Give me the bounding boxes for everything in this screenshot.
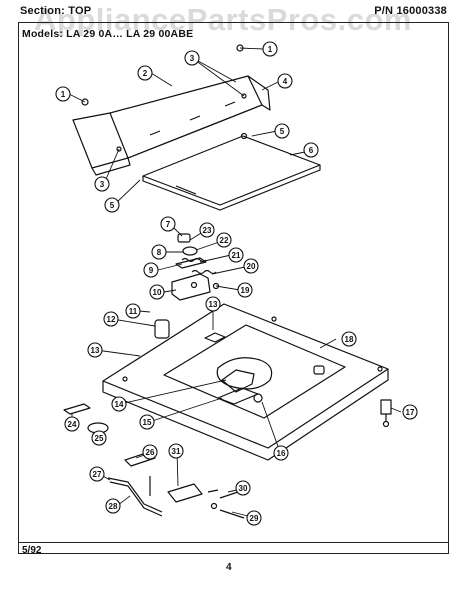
callout-label: 5 [280, 127, 285, 136]
callout-label: 2 [143, 69, 148, 78]
callout-22: 22 [216, 232, 232, 248]
callout-label: 8 [157, 248, 162, 257]
callout-label: 9 [149, 266, 154, 275]
callout-14: 14 [111, 396, 127, 412]
callout-label: 1 [268, 45, 273, 54]
part-number: P/N 16000338 [374, 5, 447, 17]
callout-3: 3 [184, 50, 200, 66]
callout-label: 4 [283, 77, 288, 86]
callout-5: 5 [274, 123, 290, 139]
callout-10: 10 [149, 284, 165, 300]
callout-31: 31 [168, 443, 184, 459]
callout-label: 5 [110, 201, 115, 210]
callout-label: 7 [166, 220, 171, 229]
washer-lid [142, 132, 321, 211]
callout-numbers: 1123345567891011121313141516171819202122… [55, 41, 418, 526]
callout-label: 25 [95, 434, 104, 443]
callout-2: 2 [137, 65, 153, 81]
callout-20: 20 [243, 258, 259, 274]
callout-28: 28 [105, 498, 121, 514]
callout-label: 10 [153, 288, 162, 297]
callout-12: 12 [103, 311, 119, 327]
callout-label: 31 [172, 447, 181, 456]
leader-lines [68, 47, 402, 517]
callout-7: 7 [160, 216, 176, 232]
callout-15: 15 [139, 414, 155, 430]
callout-label: 15 [143, 418, 152, 427]
hinge-assembly [217, 369, 259, 405]
callout-label: 18 [345, 335, 354, 344]
callout-label: 6 [309, 146, 314, 155]
callout-1: 1 [55, 86, 71, 102]
callout-18: 18 [341, 331, 357, 347]
callout-label: 26 [146, 448, 155, 457]
callout-8: 8 [151, 244, 167, 260]
callout-1: 1 [262, 41, 278, 57]
callout-25: 25 [91, 430, 107, 446]
revision-date: 5/92 [22, 545, 42, 556]
callout-label: 28 [109, 502, 118, 511]
callout-27: 27 [89, 466, 105, 482]
lower-hardware [107, 451, 245, 519]
callout-label: 29 [250, 514, 259, 523]
callout-label: 23 [203, 226, 212, 235]
callout-label: 11 [129, 307, 138, 316]
callout-5: 5 [104, 197, 120, 213]
callout-23: 23 [199, 222, 215, 238]
section-title: Section: TOP [20, 5, 92, 17]
callout-11: 11 [125, 303, 141, 319]
callout-13: 13 [87, 342, 103, 358]
callout-3: 3 [94, 176, 110, 192]
callout-16: 16 [273, 445, 289, 461]
callout-label: 16 [277, 449, 286, 458]
callout-label: 22 [220, 236, 229, 245]
top-panel [102, 303, 389, 461]
callout-19: 19 [237, 282, 253, 298]
callout-21: 21 [228, 247, 244, 263]
footer-rule [18, 542, 449, 543]
models-line: Models: LA 29 0A… LA 29 00ABE [22, 28, 194, 40]
callout-label: 27 [93, 470, 102, 479]
callout-label: 13 [209, 300, 218, 309]
callout-29: 29 [246, 510, 262, 526]
diagram-frame [18, 22, 449, 554]
callout-label: 19 [241, 286, 250, 295]
callout-13: 13 [205, 296, 221, 312]
callout-label: 20 [247, 262, 256, 271]
callout-24: 24 [64, 416, 80, 432]
callout-label: 3 [190, 54, 195, 63]
callout-6: 6 [303, 142, 319, 158]
callout-label: 1 [61, 90, 66, 99]
callout-label: 21 [232, 251, 241, 260]
page-number: 4 [226, 562, 232, 573]
callout-4: 4 [277, 73, 293, 89]
callout-label: 14 [115, 400, 124, 409]
callout-17: 17 [402, 404, 418, 420]
callout-9: 9 [143, 262, 159, 278]
callout-30: 30 [235, 480, 251, 496]
callout-label: 3 [100, 180, 105, 189]
callout-label: 12 [107, 315, 116, 324]
console-backsplash [72, 44, 271, 176]
callout-label: 24 [68, 420, 77, 429]
callout-label: 13 [91, 346, 100, 355]
lid-switch-assembly [171, 233, 220, 301]
callout-26: 26 [142, 444, 158, 460]
callout-label: 17 [406, 408, 415, 417]
part-17-bracket [380, 399, 392, 428]
callout-label: 30 [239, 484, 248, 493]
